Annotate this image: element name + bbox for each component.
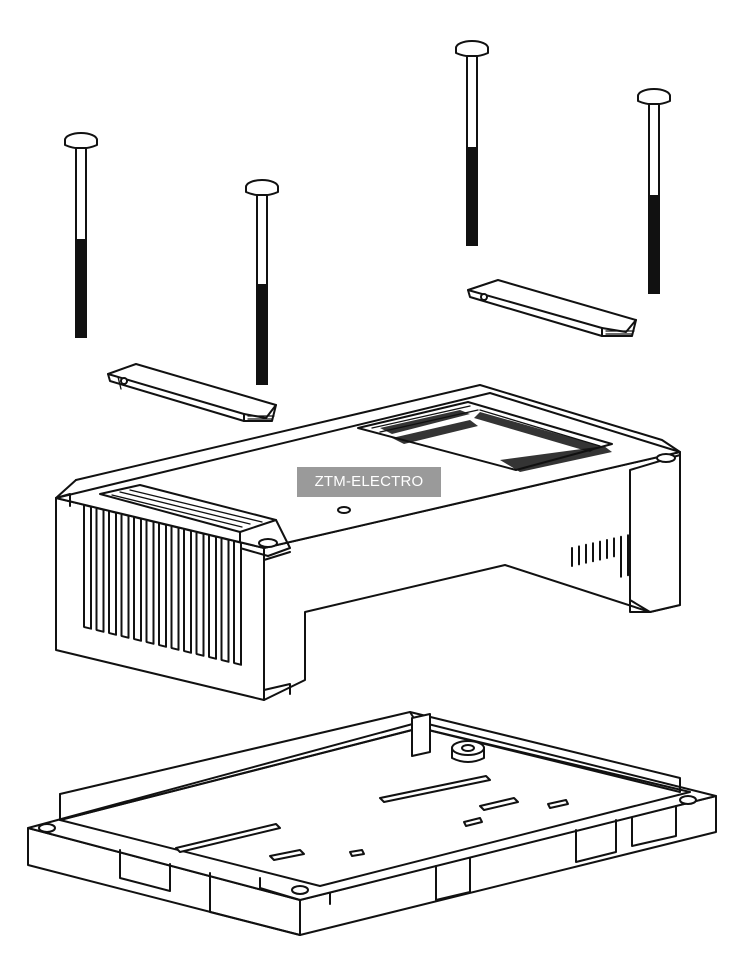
- terminal-cover-strip-left: [107, 363, 277, 422]
- screw-back-left: [455, 40, 489, 246]
- vent-slot: [233, 539, 242, 666]
- vent-slot: [120, 512, 130, 639]
- vent-slot: [83, 503, 92, 630]
- vent-slot: [95, 506, 105, 633]
- vent-slot: [183, 527, 192, 654]
- vent-slot: [145, 518, 155, 645]
- vent-slot: [208, 533, 217, 660]
- base-tray: [27, 711, 717, 936]
- vent-slots-rear-face: [571, 534, 629, 578]
- screw-front-right: [245, 179, 279, 385]
- vent-slot: [170, 524, 180, 651]
- vent-slot: [195, 530, 205, 657]
- vent-slot: [133, 515, 142, 642]
- vent-slot: [108, 509, 117, 636]
- vent-slot: [158, 521, 167, 648]
- screw-front-left: [64, 132, 98, 338]
- watermark-label: ZTM-ELECTRO: [297, 467, 441, 497]
- screw-back-right: [637, 88, 671, 294]
- terminal-block-dark-right: [474, 412, 612, 472]
- terminal-block-dark-left: [380, 410, 478, 444]
- vent-slot: [220, 536, 230, 663]
- vent-slots-left-face: [83, 503, 242, 666]
- terminal-cover-strip-right: [467, 279, 637, 337]
